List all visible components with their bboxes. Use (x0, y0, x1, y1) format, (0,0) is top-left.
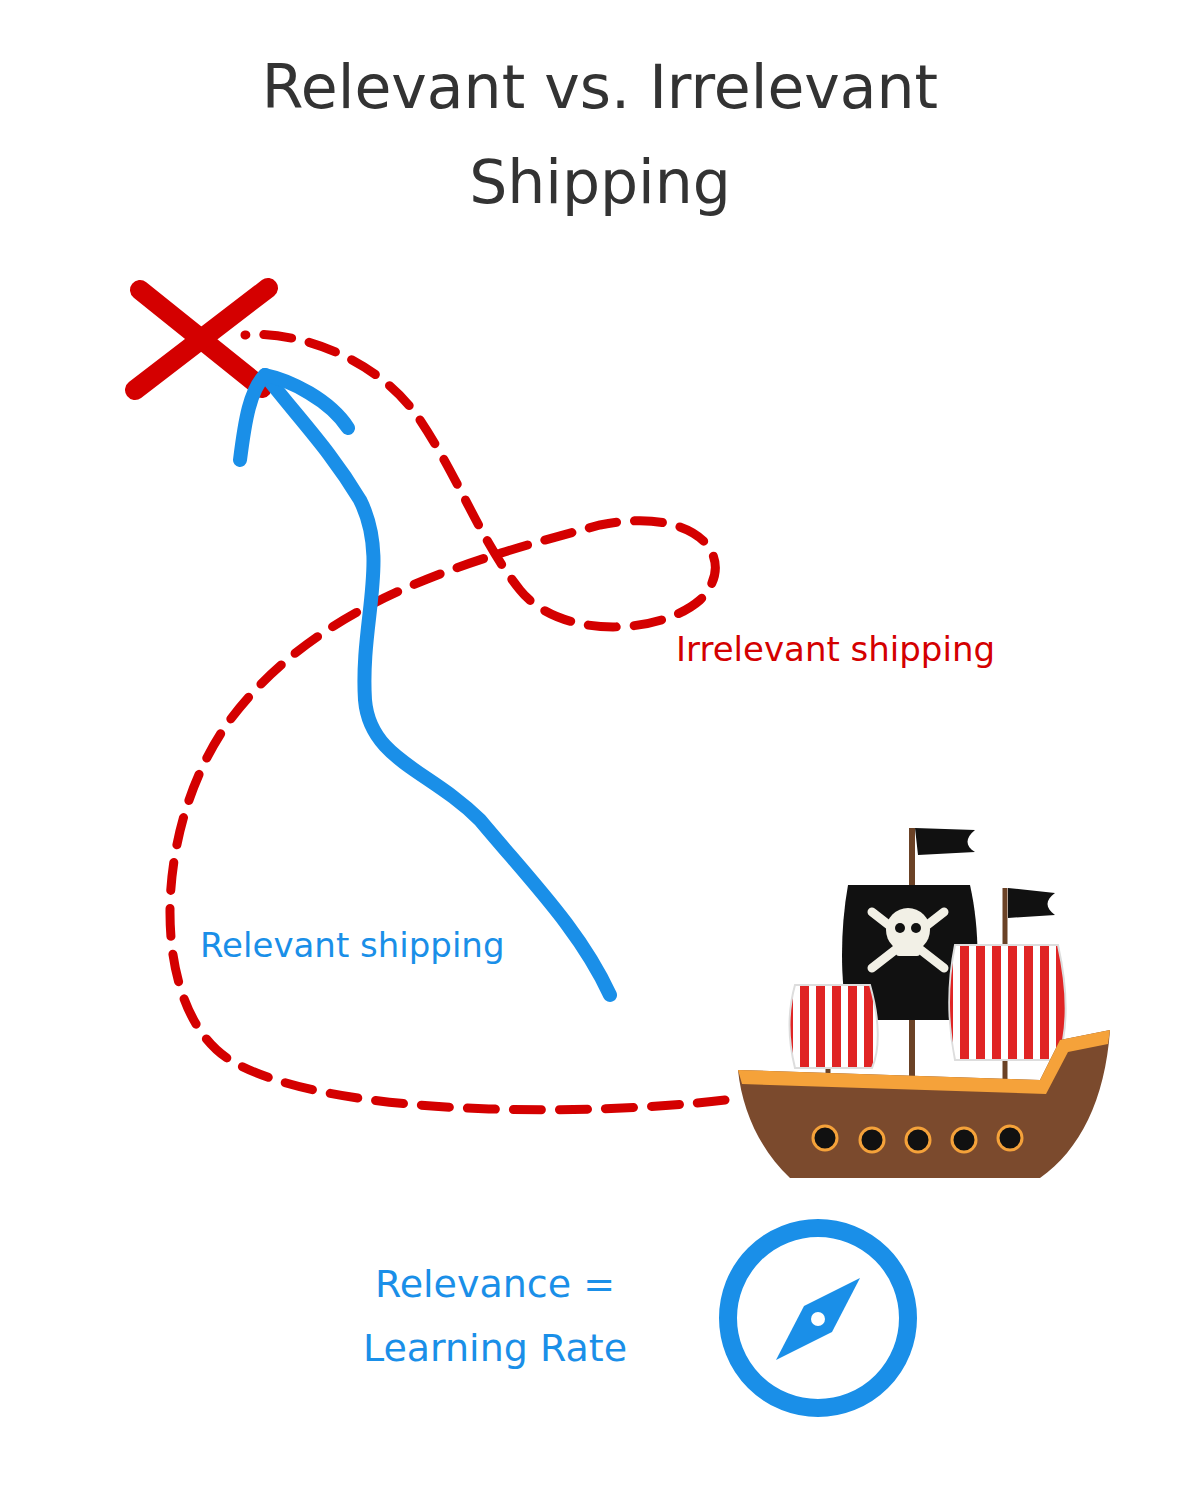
pirate-ship (738, 828, 1110, 1178)
route-label: Relevant shipping (196, 922, 508, 968)
diagram-title: Relevant vs. Irrelevant Shipping (150, 40, 1050, 230)
irrelevant-route (170, 334, 725, 1109)
treasure-x (135, 288, 268, 390)
legend-note: Relevance = Learning Rate (315, 1252, 675, 1380)
compass-icon (722, 1222, 914, 1414)
route-label: Irrelevant shipping (672, 626, 999, 672)
relevant-route (240, 375, 610, 995)
